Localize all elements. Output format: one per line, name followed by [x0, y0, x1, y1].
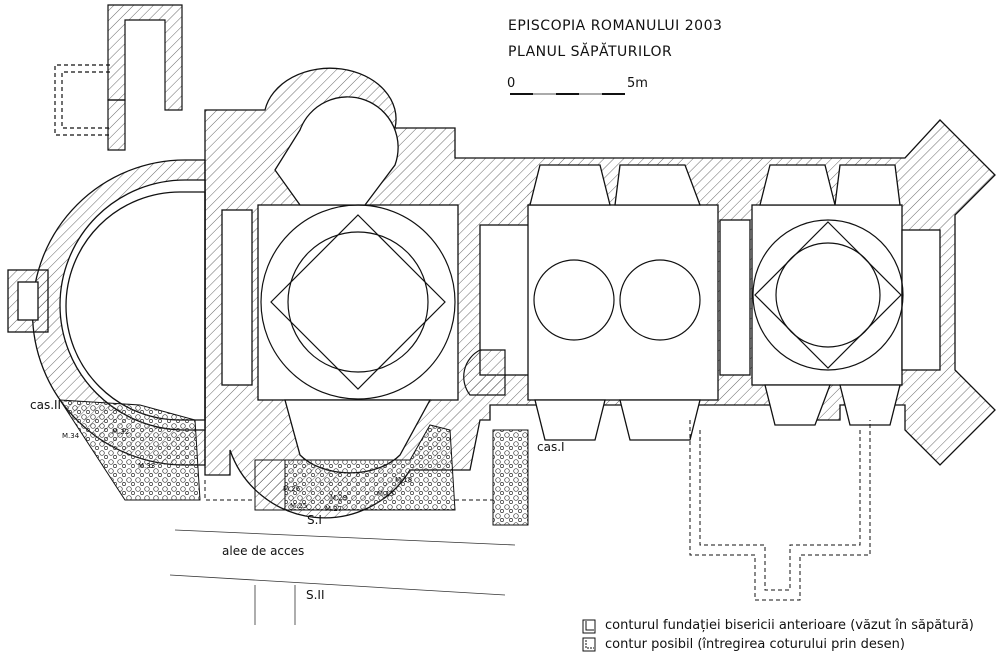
plan-subtitle: PLANUL SĂPĂTURILOR: [508, 44, 673, 60]
south-porch-outline: [689, 420, 871, 601]
domes: [260, 204, 904, 400]
excavation-areas: [59, 399, 529, 526]
label-s-ii: S.II: [306, 588, 325, 602]
legend-item-foundation: conturul fundației bisericii anterioare …: [605, 618, 974, 633]
label-cas-i: cas.I: [537, 440, 565, 454]
marker-label: M.33: [138, 462, 156, 470]
alley-lines: [169, 529, 516, 625]
marker-label: M.15: [377, 490, 395, 498]
label-cas-ii: cas.II: [30, 398, 62, 412]
scale-start-label: 0: [507, 76, 516, 91]
label-alley: alee de acces: [222, 544, 305, 558]
marker-label: M.18: [395, 476, 413, 484]
label-s-i: S.I: [307, 513, 322, 527]
marker-label: M.34: [62, 432, 80, 440]
scale-end-label: 5m: [627, 76, 648, 91]
church-walls: [7, 67, 996, 519]
north-tower-foundation: [54, 4, 183, 151]
legend-item-possible-contour: contur posibil (întregirea coturului pri…: [605, 637, 905, 652]
marker-label: M.26: [283, 485, 301, 493]
legend-symbols: [582, 619, 596, 652]
plan-title: EPISCOPIA ROMANULUI 2003: [508, 18, 723, 34]
marker-label: M.27: [325, 505, 343, 513]
marker-label: M.32: [112, 428, 130, 436]
marker-label: M.29: [330, 494, 348, 502]
marker-label: M.25: [290, 502, 308, 510]
